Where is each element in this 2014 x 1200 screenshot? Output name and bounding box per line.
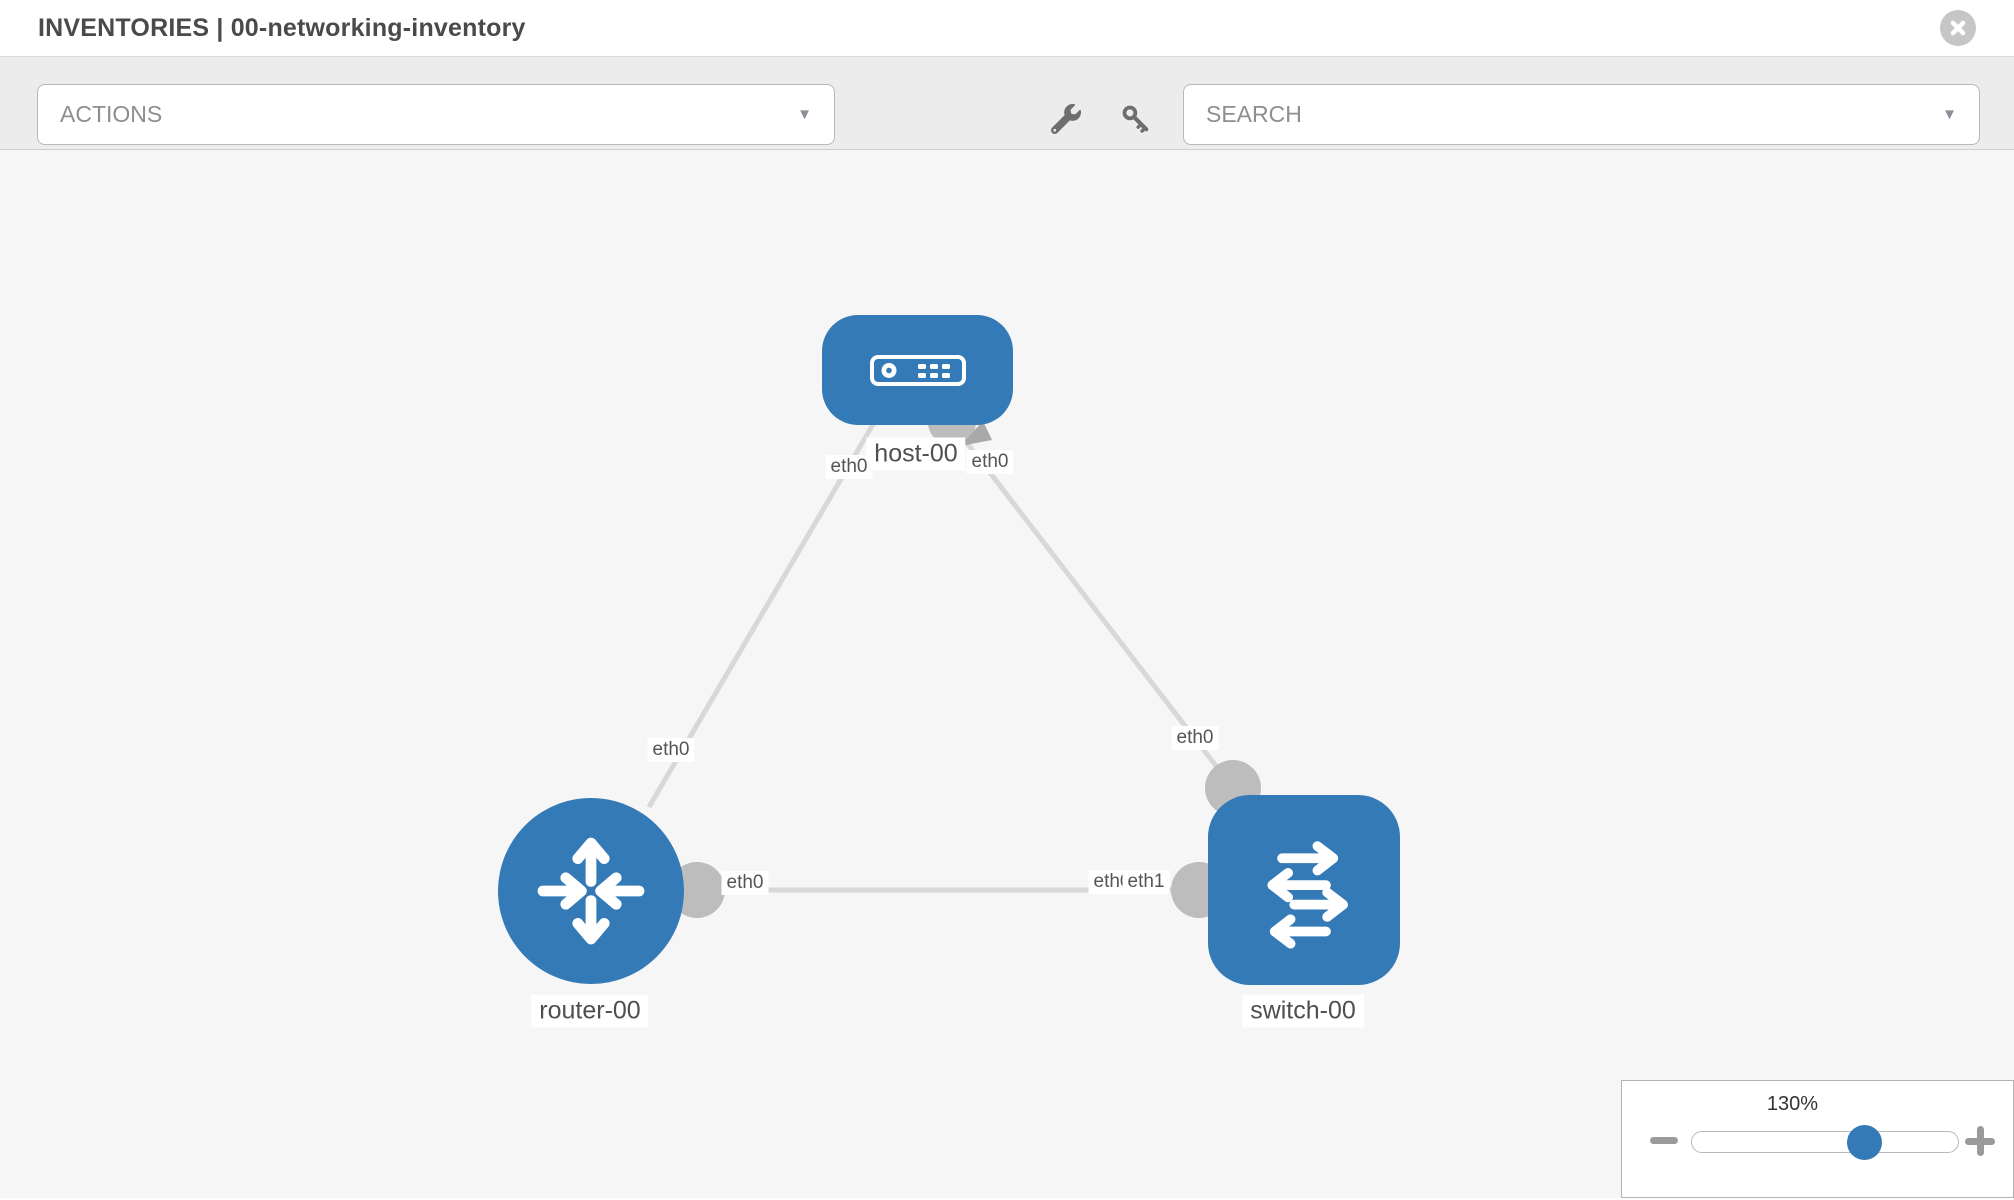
- configure-button[interactable]: [1046, 99, 1086, 139]
- interface-label-switch-to-host: eth0: [1171, 726, 1219, 750]
- interface-label-router-to-switch: eth0: [721, 871, 769, 895]
- toolbar: ACTIONS ▼ SEARCH ▼: [0, 57, 2014, 150]
- chevron-down-icon: ▼: [1942, 106, 1957, 123]
- zoom-level-value: 130%: [1766, 1093, 1819, 1115]
- host-icon: [869, 354, 966, 386]
- interface-label-switch-to-router: eth1: [1122, 870, 1170, 894]
- close-button[interactable]: [1940, 10, 1976, 46]
- switch-icon: [1267, 841, 1348, 949]
- zoom-slider-track[interactable]: [1691, 1131, 1959, 1153]
- chevron-down-icon: ▼: [797, 106, 812, 123]
- interface-label-host-to-router: eth0: [825, 455, 873, 479]
- page-title: INVENTORIES | 00-networking-inventory: [38, 13, 526, 42]
- zoom-slider-thumb[interactable]: [1847, 1125, 1882, 1160]
- actions-dropdown[interactable]: ACTIONS ▼: [37, 84, 835, 145]
- links-layer: [646, 398, 1261, 918]
- key-icon: [1122, 105, 1149, 133]
- node-host-00[interactable]: [822, 315, 1013, 425]
- node-router-00[interactable]: [498, 798, 684, 984]
- search-dropdown-label: SEARCH: [1206, 101, 1302, 127]
- credentials-button[interactable]: [1116, 99, 1156, 139]
- zoom-control-panel: 130%: [1621, 1080, 2014, 1198]
- close-icon: [1950, 20, 1966, 36]
- zoom-out-button minus-icon[interactable]: [1650, 1137, 1678, 1144]
- actions-dropdown-label: ACTIONS: [60, 101, 163, 127]
- node-label-host: host-00: [866, 437, 966, 471]
- link-arrowhead: [960, 421, 992, 446]
- node-switch-00[interactable]: [1208, 795, 1400, 985]
- node-label-switch: switch-00: [1242, 994, 1364, 1028]
- router-icon: [537, 837, 645, 945]
- search-dropdown[interactable]: SEARCH ▼: [1183, 84, 1980, 145]
- plus-icon-bar: [1977, 1126, 1984, 1156]
- breadcrumb-header: INVENTORIES | 00-networking-inventory: [0, 0, 2014, 57]
- zoom-in-button plus-icon[interactable]: [1965, 1126, 1995, 1156]
- topology-canvas[interactable]: host-00 router-00 switch-00 eth0 eth0 et…: [0, 150, 2014, 1198]
- interface-label-router-to-host: eth0: [647, 738, 695, 762]
- interface-label-host-to-switch: eth0: [966, 450, 1014, 474]
- node-label-router: router-00: [531, 994, 649, 1028]
- wrench-icon: [1051, 104, 1081, 134]
